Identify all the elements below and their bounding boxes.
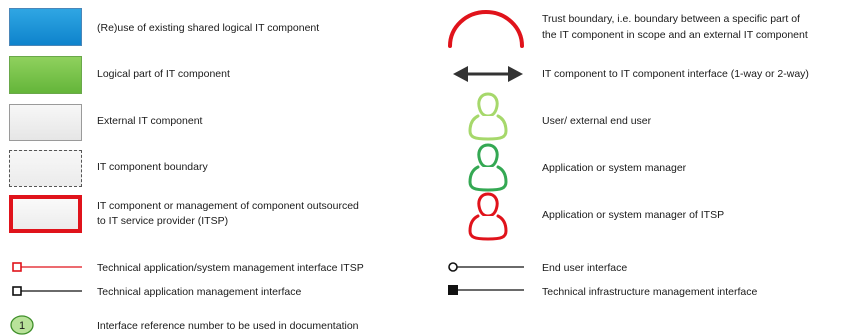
itsp-management-interface-line-icon: [12, 262, 82, 272]
interface-number-badge-text: 1: [19, 320, 25, 332]
legend-label-shared-component: (Re)use of existing shared logical IT co…: [97, 22, 320, 34]
interface-number-badge-icon: 1: [10, 315, 34, 335]
legend-label-outsourced-line1: IT component or management of component …: [97, 200, 359, 212]
legend-label-itsp-system-manager: Application or system manager of ITSP: [542, 209, 725, 221]
legend-label-component-boundary: IT component boundary: [97, 161, 208, 173]
end-user-interface-line-icon: [448, 262, 524, 272]
outsourced-component-box-icon: [9, 195, 82, 233]
end-user-person-icon: [468, 92, 508, 141]
system-manager-person-icon: [468, 143, 508, 192]
legend-label-itsp-management-interface: Technical application/system management …: [97, 262, 364, 274]
trust-boundary-arc-icon: [448, 10, 524, 48]
legend-label-logical-part: Logical part of IT component: [97, 68, 230, 80]
legend-label-outsourced-line2: to IT service provider (ITSP): [97, 215, 229, 227]
legend-label-trust-boundary-line2: the IT component in scope and an externa…: [542, 29, 808, 41]
infrastructure-management-interface-line-icon: [448, 285, 524, 295]
logical-part-box-icon: [9, 56, 82, 94]
external-component-box-icon: [9, 104, 82, 141]
legend-label-infrastructure-management-interface: Technical infrastructure management inte…: [542, 286, 758, 298]
component-boundary-box-icon: [9, 150, 82, 187]
legend-label-system-manager: Application or system manager: [542, 162, 687, 174]
legend-label-component-interface: IT component to IT component interface (…: [542, 68, 809, 80]
double-arrow-icon: [453, 66, 523, 82]
application-management-interface-line-icon: [12, 286, 82, 296]
legend-label-application-management-interface: Technical application management interfa…: [97, 286, 302, 298]
shared-component-box-icon: [9, 8, 82, 46]
legend-label-external-component: External IT component: [97, 115, 203, 127]
itsp-system-manager-person-icon: [468, 192, 508, 241]
legend-label-interface-number: Interface reference number to be used in…: [97, 320, 359, 332]
legend-label-end-user: User/ external end user: [542, 115, 652, 127]
legend-label-trust-boundary-line1: Trust boundary, i.e. boundary between a …: [542, 13, 800, 25]
legend-label-end-user-interface: End user interface: [542, 262, 628, 274]
